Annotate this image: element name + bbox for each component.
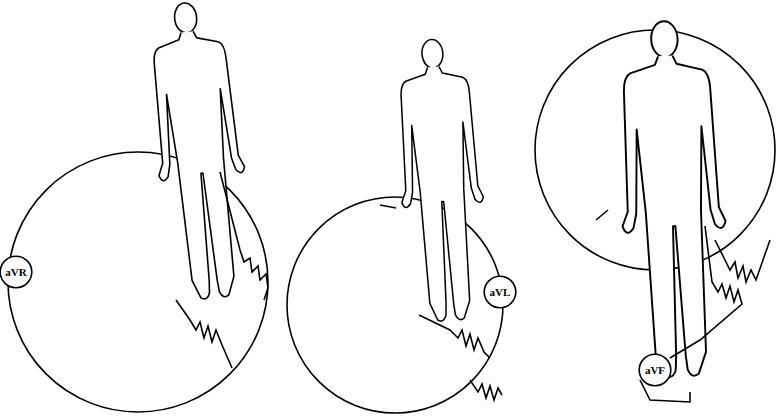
lead-circle: aVF [638,353,672,387]
node-text-wrap: aVR [0,255,33,289]
lead-label: aVF [645,364,665,376]
lead-circle: aVL [483,275,517,309]
lead-label: aVL [490,286,511,298]
lead-label: aVR [5,266,26,278]
lead-circle: aVR [0,255,33,289]
node-text-wrap: aVL [483,275,517,309]
node-text-wrap: aVF [638,353,672,387]
